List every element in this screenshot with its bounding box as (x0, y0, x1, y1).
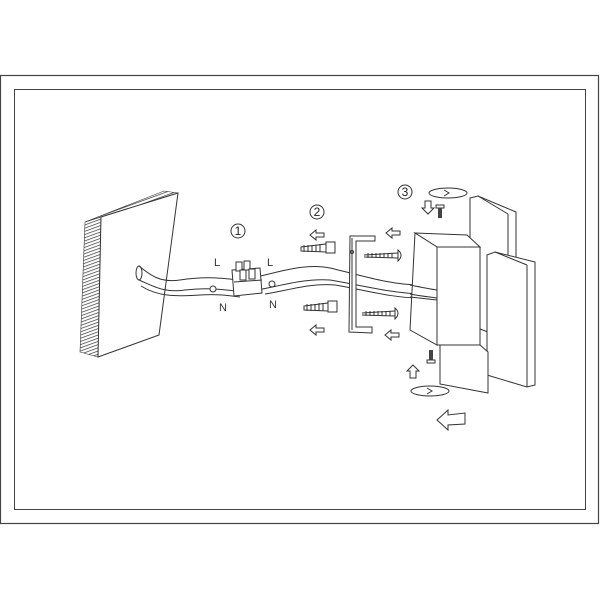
wall-anchor-top (300, 241, 336, 254)
arrow-left-icon (309, 229, 325, 241)
arrow-up-icon (405, 364, 421, 379)
screw-bottom (361, 306, 399, 321)
wire-label-neutral-left: N (219, 302, 227, 314)
arrow-left-icon (309, 324, 325, 336)
step-2-marker: 2 (309, 204, 325, 220)
wall-anchor-bottom (303, 300, 338, 313)
wall (79, 190, 179, 358)
svg-text:2: 2 (314, 205, 321, 219)
inner-frame (14, 89, 586, 510)
rotate-icon (410, 385, 450, 397)
arrow-left-icon (385, 227, 401, 239)
outer-frame (0, 74, 600, 525)
svg-text:1: 1 (235, 224, 242, 238)
large-arrow-left-icon (436, 408, 466, 432)
mounting-bracket (348, 235, 376, 334)
screw-top (363, 248, 402, 263)
cable (135, 265, 421, 299)
terminal-block (231, 260, 263, 297)
step-3-marker: 3 (397, 184, 413, 200)
cable-clip-screw (209, 285, 217, 293)
cable-clip-screw (268, 280, 276, 288)
wall-plate-front (486, 251, 536, 388)
rotate-icon (428, 187, 468, 199)
svg-text:3: 3 (402, 185, 409, 199)
arrow-left-icon (384, 329, 400, 341)
wire-label-live-left: L (214, 257, 220, 269)
set-screw-top (435, 204, 445, 218)
step-1-marker: 1 (230, 223, 246, 239)
arrow-down-icon (420, 200, 436, 215)
set-screw-bottom (426, 350, 436, 364)
wire-label-live-right: L (267, 257, 273, 269)
junction-box (409, 232, 482, 346)
lamp-plate-lower (439, 344, 489, 394)
wire-label-neutral-right: N (269, 299, 277, 311)
